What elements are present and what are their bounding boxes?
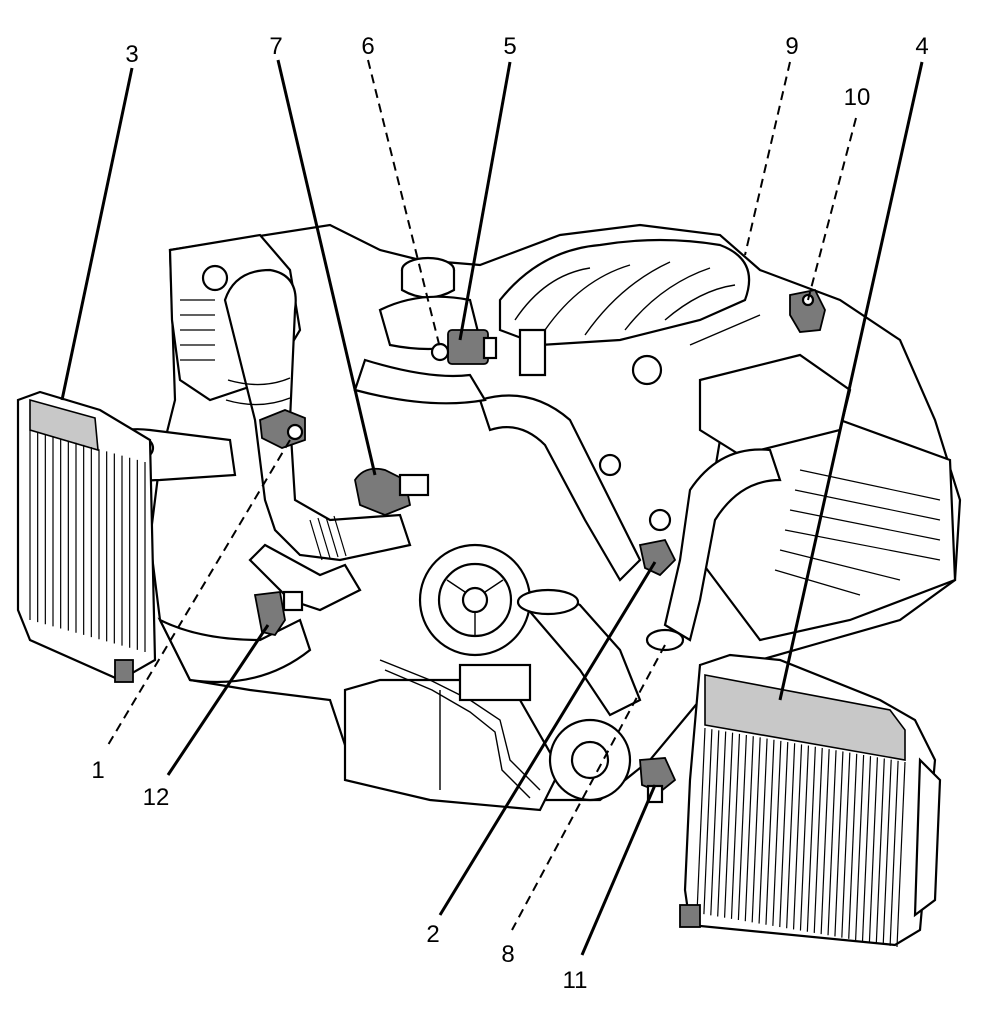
sensor-5 xyxy=(447,329,498,365)
callout-9: 9 xyxy=(785,33,798,60)
sensor-1 xyxy=(259,409,306,449)
callout-3: 3 xyxy=(125,41,138,68)
leader-lines xyxy=(60,59,924,956)
sensor-6 xyxy=(430,342,450,362)
leader-2 xyxy=(438,561,657,916)
leader-3 xyxy=(60,67,134,401)
leader-4 xyxy=(778,61,924,701)
sensor-7 xyxy=(354,467,430,516)
sensor-11 xyxy=(639,757,677,804)
callout-5: 5 xyxy=(503,33,516,60)
intake-manifold xyxy=(378,238,761,386)
sensor-12 xyxy=(253,590,304,637)
callout-12: 12 xyxy=(143,784,170,811)
intercooler-right xyxy=(679,653,942,948)
callout-2: 2 xyxy=(426,921,439,948)
callout-10: 10 xyxy=(844,84,871,111)
callout-8: 8 xyxy=(501,941,514,968)
pulleys xyxy=(418,453,672,802)
leader-9 xyxy=(744,61,791,256)
leader-5 xyxy=(458,61,512,341)
leader-10 xyxy=(807,117,857,301)
sensor-8 xyxy=(645,628,685,652)
sensor-10 xyxy=(789,288,826,333)
sensor-2 xyxy=(638,538,677,577)
callout-7: 7 xyxy=(269,33,282,60)
leader-8 xyxy=(511,644,666,931)
callout-4: 4 xyxy=(915,33,928,60)
leader-6 xyxy=(367,59,441,349)
leader-7 xyxy=(276,59,377,476)
callout-labels: 3 7 6 5 9 4 10 1 12 2 8 11 xyxy=(91,33,928,994)
callout-6: 6 xyxy=(361,33,374,60)
intercooler-left xyxy=(16,390,157,683)
leader-11 xyxy=(580,784,657,956)
leader-12 xyxy=(166,624,270,776)
callout-1: 1 xyxy=(91,757,104,784)
callout-11: 11 xyxy=(563,967,588,994)
